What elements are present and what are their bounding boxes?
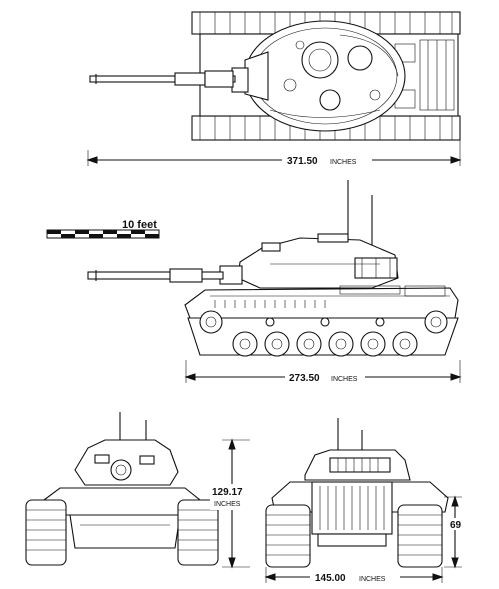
- height-unit: INCHES: [214, 501, 241, 508]
- scale-bar: 10 feet: [46, 219, 160, 239]
- track-height-dimension: 69: [444, 495, 467, 569]
- length-dimension: 371.50 INCHES: [86, 140, 462, 167]
- length-unit: INCHES: [330, 159, 357, 166]
- scale-bar-label: 10 feet: [122, 219, 157, 231]
- height-value: 129.17: [212, 487, 243, 498]
- rear-view: [265, 418, 449, 568]
- side-view: [87, 180, 459, 357]
- width-value: 145.00: [315, 573, 346, 584]
- hull-length-value: 273.50: [289, 373, 320, 384]
- top-view: [89, 11, 461, 141]
- length-value: 371.50: [287, 156, 318, 167]
- front-view: [25, 412, 219, 566]
- height-dimension: 129.17 INCHES: [210, 438, 260, 569]
- width-unit: INCHES: [359, 576, 386, 583]
- hull-length-unit: INCHES: [331, 376, 358, 383]
- hull-length-dimension: 273.50 INCHES: [184, 360, 462, 384]
- width-dimension: 145.00 INCHES: [264, 567, 444, 584]
- track-height-value: 69: [450, 520, 462, 531]
